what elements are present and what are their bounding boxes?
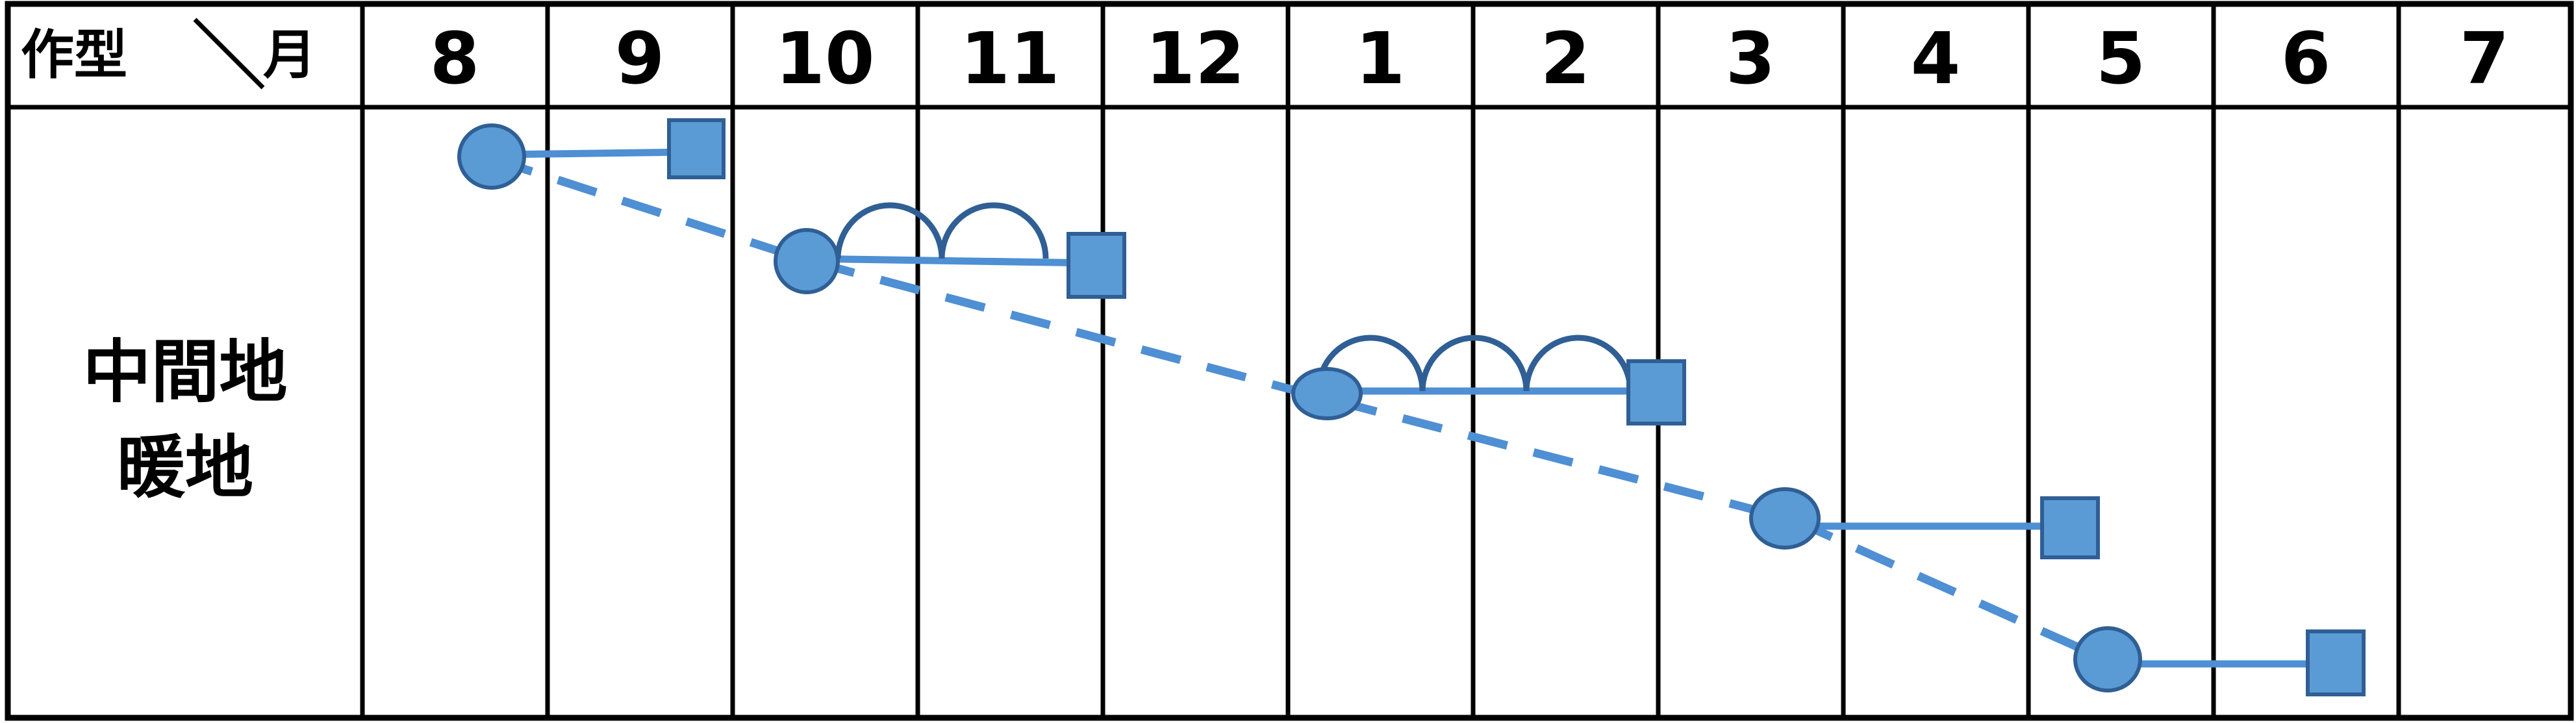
harvest-square-icon [2040, 496, 2100, 559]
duration-line [805, 255, 1097, 267]
harvest-square-icon [2306, 629, 2366, 696]
sowing-circle-icon [2073, 626, 2142, 692]
month-1: 1 [1356, 17, 1406, 100]
crop-type-label-2: 暖地 [117, 428, 253, 507]
month-header: 8 9 10 11 12 1 2 3 4 5 6 7 [430, 17, 2510, 100]
tunnel-cover-icon [1523, 335, 1634, 392]
duration-line [495, 148, 692, 159]
corner-bottom-label: 月 [263, 25, 316, 86]
month-4: 4 [1911, 17, 1961, 100]
sowing-circle-icon [1291, 367, 1363, 420]
month-11: 11 [960, 17, 1059, 100]
corner-top-label: 作型 [21, 25, 127, 86]
sowing-circle-icon [774, 228, 840, 294]
month-3: 3 [1726, 17, 1776, 100]
month-6: 6 [2281, 17, 2331, 100]
sowing-circle-icon [457, 123, 526, 190]
tunnel-cover-icon [1419, 335, 1530, 392]
crop-type-label-1: 中間地 [82, 333, 287, 412]
month-5: 5 [2096, 17, 2146, 100]
corner-diagonal [193, 18, 265, 90]
month-2: 2 [1541, 17, 1591, 100]
month-8: 8 [430, 17, 480, 100]
tunnel-cover-icon [835, 202, 945, 259]
month-12: 12 [1145, 17, 1244, 100]
month-9: 9 [615, 17, 665, 100]
month-7: 7 [2460, 17, 2510, 100]
tunnel-cover-icon [939, 202, 1049, 259]
sowing-circle-icon [1749, 487, 1821, 550]
harvest-square-icon [667, 118, 726, 179]
harvest-square-icon [1067, 232, 1126, 299]
month-10: 10 [775, 17, 874, 100]
harvest-square-icon [1626, 359, 1686, 425]
